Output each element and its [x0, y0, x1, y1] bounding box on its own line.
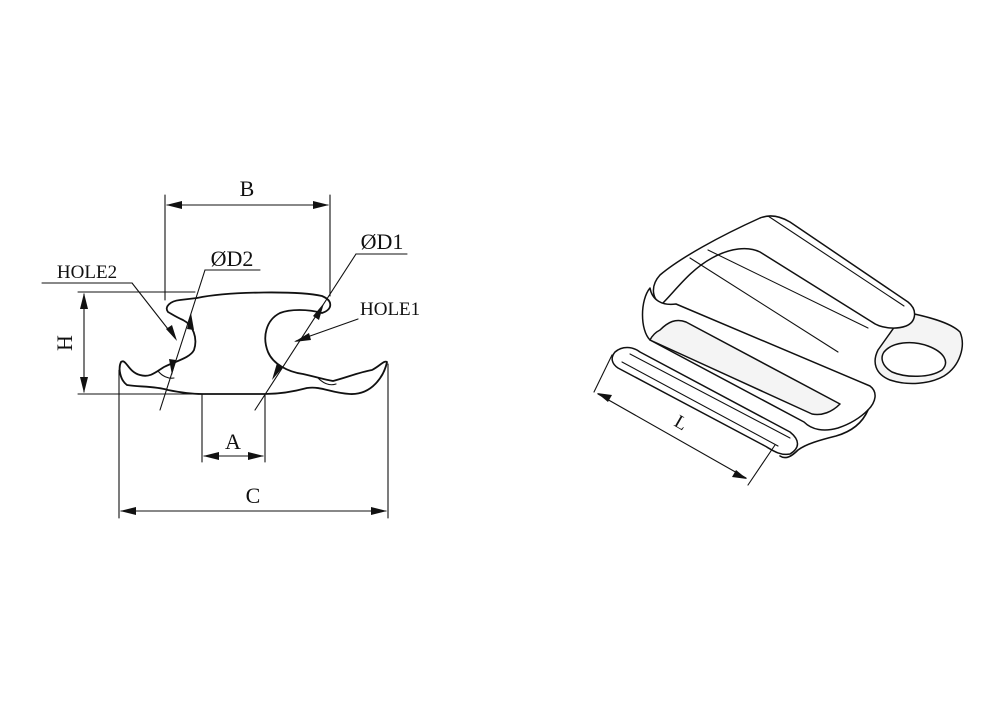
iso-top-ridge-3 — [767, 215, 905, 307]
label-hole2: HOLE2 — [57, 262, 117, 283]
iso-right-end — [779, 409, 869, 459]
leader-d1: ØD1 — [254, 229, 408, 411]
profile-outline — [118, 291, 388, 395]
iso-far-hole — [881, 341, 947, 377]
label-d1: ØD1 — [361, 229, 404, 254]
iso-flange-groove-1 — [621, 361, 779, 447]
iso-mid-channel — [649, 319, 841, 416]
dimension-a: A — [203, 429, 264, 460]
label-b: B — [240, 176, 255, 201]
iso-front-body — [641, 287, 876, 431]
iso-top-ridge-2 — [707, 249, 869, 329]
profile-ridge-left — [157, 370, 175, 379]
iso-top-ridge-1 — [689, 257, 839, 353]
profile-ridge-right — [317, 377, 337, 386]
isometric-view: L — [593, 215, 964, 486]
label-l: L — [670, 411, 691, 435]
dimension-c: C — [120, 483, 387, 515]
iso-flange-groove-2 — [629, 353, 791, 439]
dimension-b: B — [166, 176, 329, 209]
front-view: B H A C ØD1 — [41, 176, 420, 519]
label-d2: ØD2 — [211, 246, 254, 271]
dimension-h: H — [52, 293, 88, 393]
leader-hole2: HOLE2 — [41, 262, 177, 341]
label-h: H — [52, 335, 77, 351]
iso-top-face — [652, 215, 916, 329]
label-c: C — [246, 483, 261, 508]
label-hole1: HOLE1 — [360, 299, 420, 320]
label-a: A — [225, 429, 241, 454]
leader-d2: ØD2 — [159, 246, 261, 411]
leader-hole1: HOLE1 — [294, 299, 420, 342]
iso-bottom-flange — [611, 346, 799, 456]
